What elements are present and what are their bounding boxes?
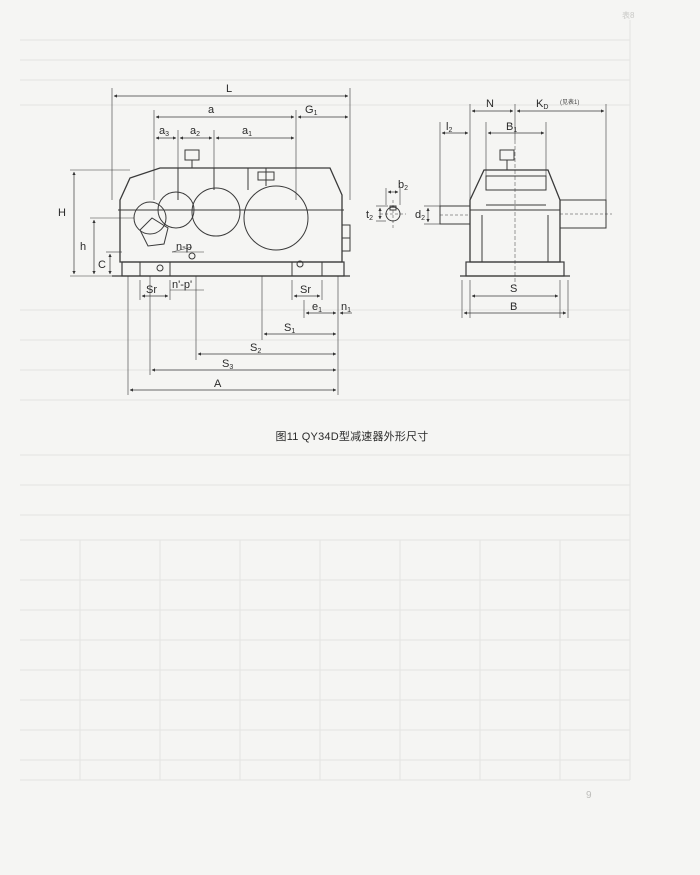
label-e1: e1 <box>312 301 322 314</box>
label-nprime: n'-p' <box>172 279 192 291</box>
label-A: A <box>214 378 222 390</box>
figure-caption: 图11 QY34D型减速器外形尺寸 <box>275 431 429 443</box>
label-S2: S2 <box>250 342 261 355</box>
label-S-side: S <box>510 283 517 295</box>
label-l2: l2 <box>446 121 452 134</box>
section-mark: 9 <box>586 790 592 801</box>
label-G1: G1 <box>305 104 318 117</box>
label-t2: t2 <box>366 209 373 222</box>
label-L: L <box>226 83 232 95</box>
label-b2: b2 <box>398 179 408 192</box>
label-n1: n1 <box>341 301 351 314</box>
label-np: n-p <box>176 241 192 253</box>
label-d2: d2 <box>415 209 425 222</box>
label-a: a <box>208 104 215 116</box>
label-h: h <box>80 241 86 253</box>
label-C: C <box>98 259 106 271</box>
label-S3: S3 <box>222 358 233 371</box>
label-KD-note: (见表1) <box>560 98 579 106</box>
label-N: N <box>486 98 494 110</box>
label-S1: S1 <box>284 322 295 335</box>
label-a3: a3 <box>159 125 169 138</box>
label-KD: KD <box>536 98 548 111</box>
label-a1: a1 <box>242 125 252 138</box>
label-sr-right: Sr <box>300 284 311 296</box>
label-a2: a2 <box>190 125 200 138</box>
label-B-side: B <box>510 301 517 313</box>
label-sr-left: Sr <box>146 284 157 296</box>
corner-mark: 表8 <box>622 11 635 20</box>
label-H: H <box>58 207 66 219</box>
label-B1: B1 <box>506 121 517 134</box>
